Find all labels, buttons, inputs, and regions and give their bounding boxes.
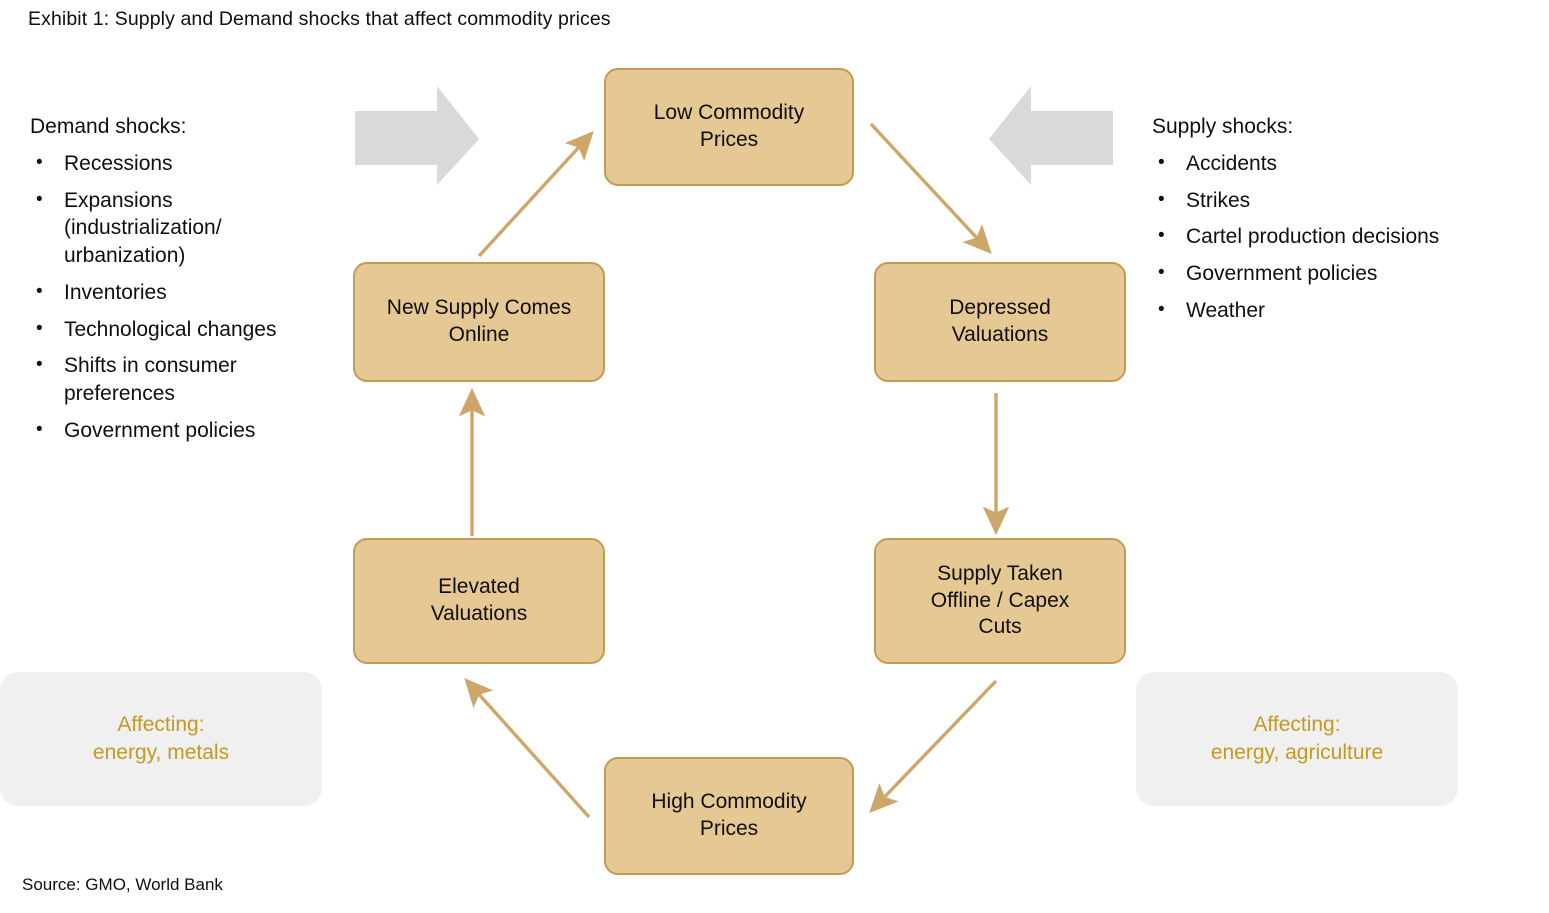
list-item: • Government policies [30,417,360,445]
edge-high-prices-to-elevated-val [464,677,591,819]
bullet-icon: • [36,354,43,376]
bullet-icon: • [1158,262,1165,284]
callout-affecting-right: Affecting: energy, agriculture [1136,672,1458,806]
bullet-icon: • [36,418,43,440]
list-item: • Shifts in consumer preferences [30,352,360,407]
bullet-icon: • [36,280,43,302]
list-item: • Strikes [1152,187,1532,215]
source-note: Source: GMO, World Bank [22,875,223,894]
edge-supply-offline-to-high-prices [869,679,998,813]
bullet-icon: • [1158,188,1165,210]
list-item-label: Technological changes [64,317,277,341]
list-item-label: Inventories [64,280,167,304]
supply-block-arrow-icon [989,86,1113,185]
supply-shocks-heading: Supply shocks: [1152,115,1294,138]
list-item-label: Recessions [64,152,173,175]
cycle-node-new-supply-comes-online[interactable]: New Supply Comes Online [353,262,605,382]
callout-affecting-left: Affecting: energy, metals [0,672,322,806]
demand-shocks-list: Demand shocks: • Recessions • Expansions… [30,115,360,453]
list-item: • Government policies [1152,260,1532,288]
list-item: • Recessions [30,150,360,178]
list-item: • Cartel production decisions [1152,223,1532,251]
list-item-label: Accidents [1186,152,1278,175]
cycle-node-high-commodity-prices[interactable]: High Commodity Prices [604,757,854,875]
edge-new-supply-to-low-prices [477,130,594,258]
list-item-label: Strikes [1186,188,1251,212]
bullet-icon: • [1158,152,1165,173]
page-title: Exhibit 1: Supply and Demand shocks that… [28,8,611,30]
bullet-icon: • [36,188,43,210]
bullet-icon: • [1158,225,1165,247]
list-item: • Weather [1152,297,1532,325]
cycle-node-low-commodity-prices[interactable]: Low Commodity Prices [604,68,854,186]
list-item: • Technological changes [30,316,360,344]
list-item-label: Government policies [64,418,256,442]
demand-block-arrow-icon [355,86,479,185]
demand-shocks-heading: Demand shocks: [30,115,187,138]
cycle-node-depressed-valuations[interactable]: Depressed Valuations [874,262,1126,382]
list-item: • Expansions (industrialization/ urbaniz… [30,187,360,270]
cycle-node-elevated-valuations[interactable]: Elevated Valuations [353,538,605,664]
bullet-icon: • [1158,298,1165,320]
list-item-label: Shifts in consumer preferences [64,354,237,406]
bullet-icon: • [36,152,43,173]
list-item-label: Government policies [1186,262,1378,286]
list-item-label: Cartel production decisions [1186,225,1440,249]
list-item: • Accidents [1152,150,1532,178]
list-item: • Inventories [30,279,360,307]
cycle-node-supply-taken-offline-capex-cuts[interactable]: Supply Taken Offline / Capex Cuts [874,538,1126,664]
list-item-label: Expansions (industrialization/ urbanizat… [64,188,222,268]
edge-low-prices-to-depressed-val [869,122,992,254]
bullet-icon: • [36,317,43,339]
supply-shocks-list: Supply shocks: • Accidents • Strikes • C… [1152,115,1532,334]
list-item-label: Weather [1186,298,1265,322]
